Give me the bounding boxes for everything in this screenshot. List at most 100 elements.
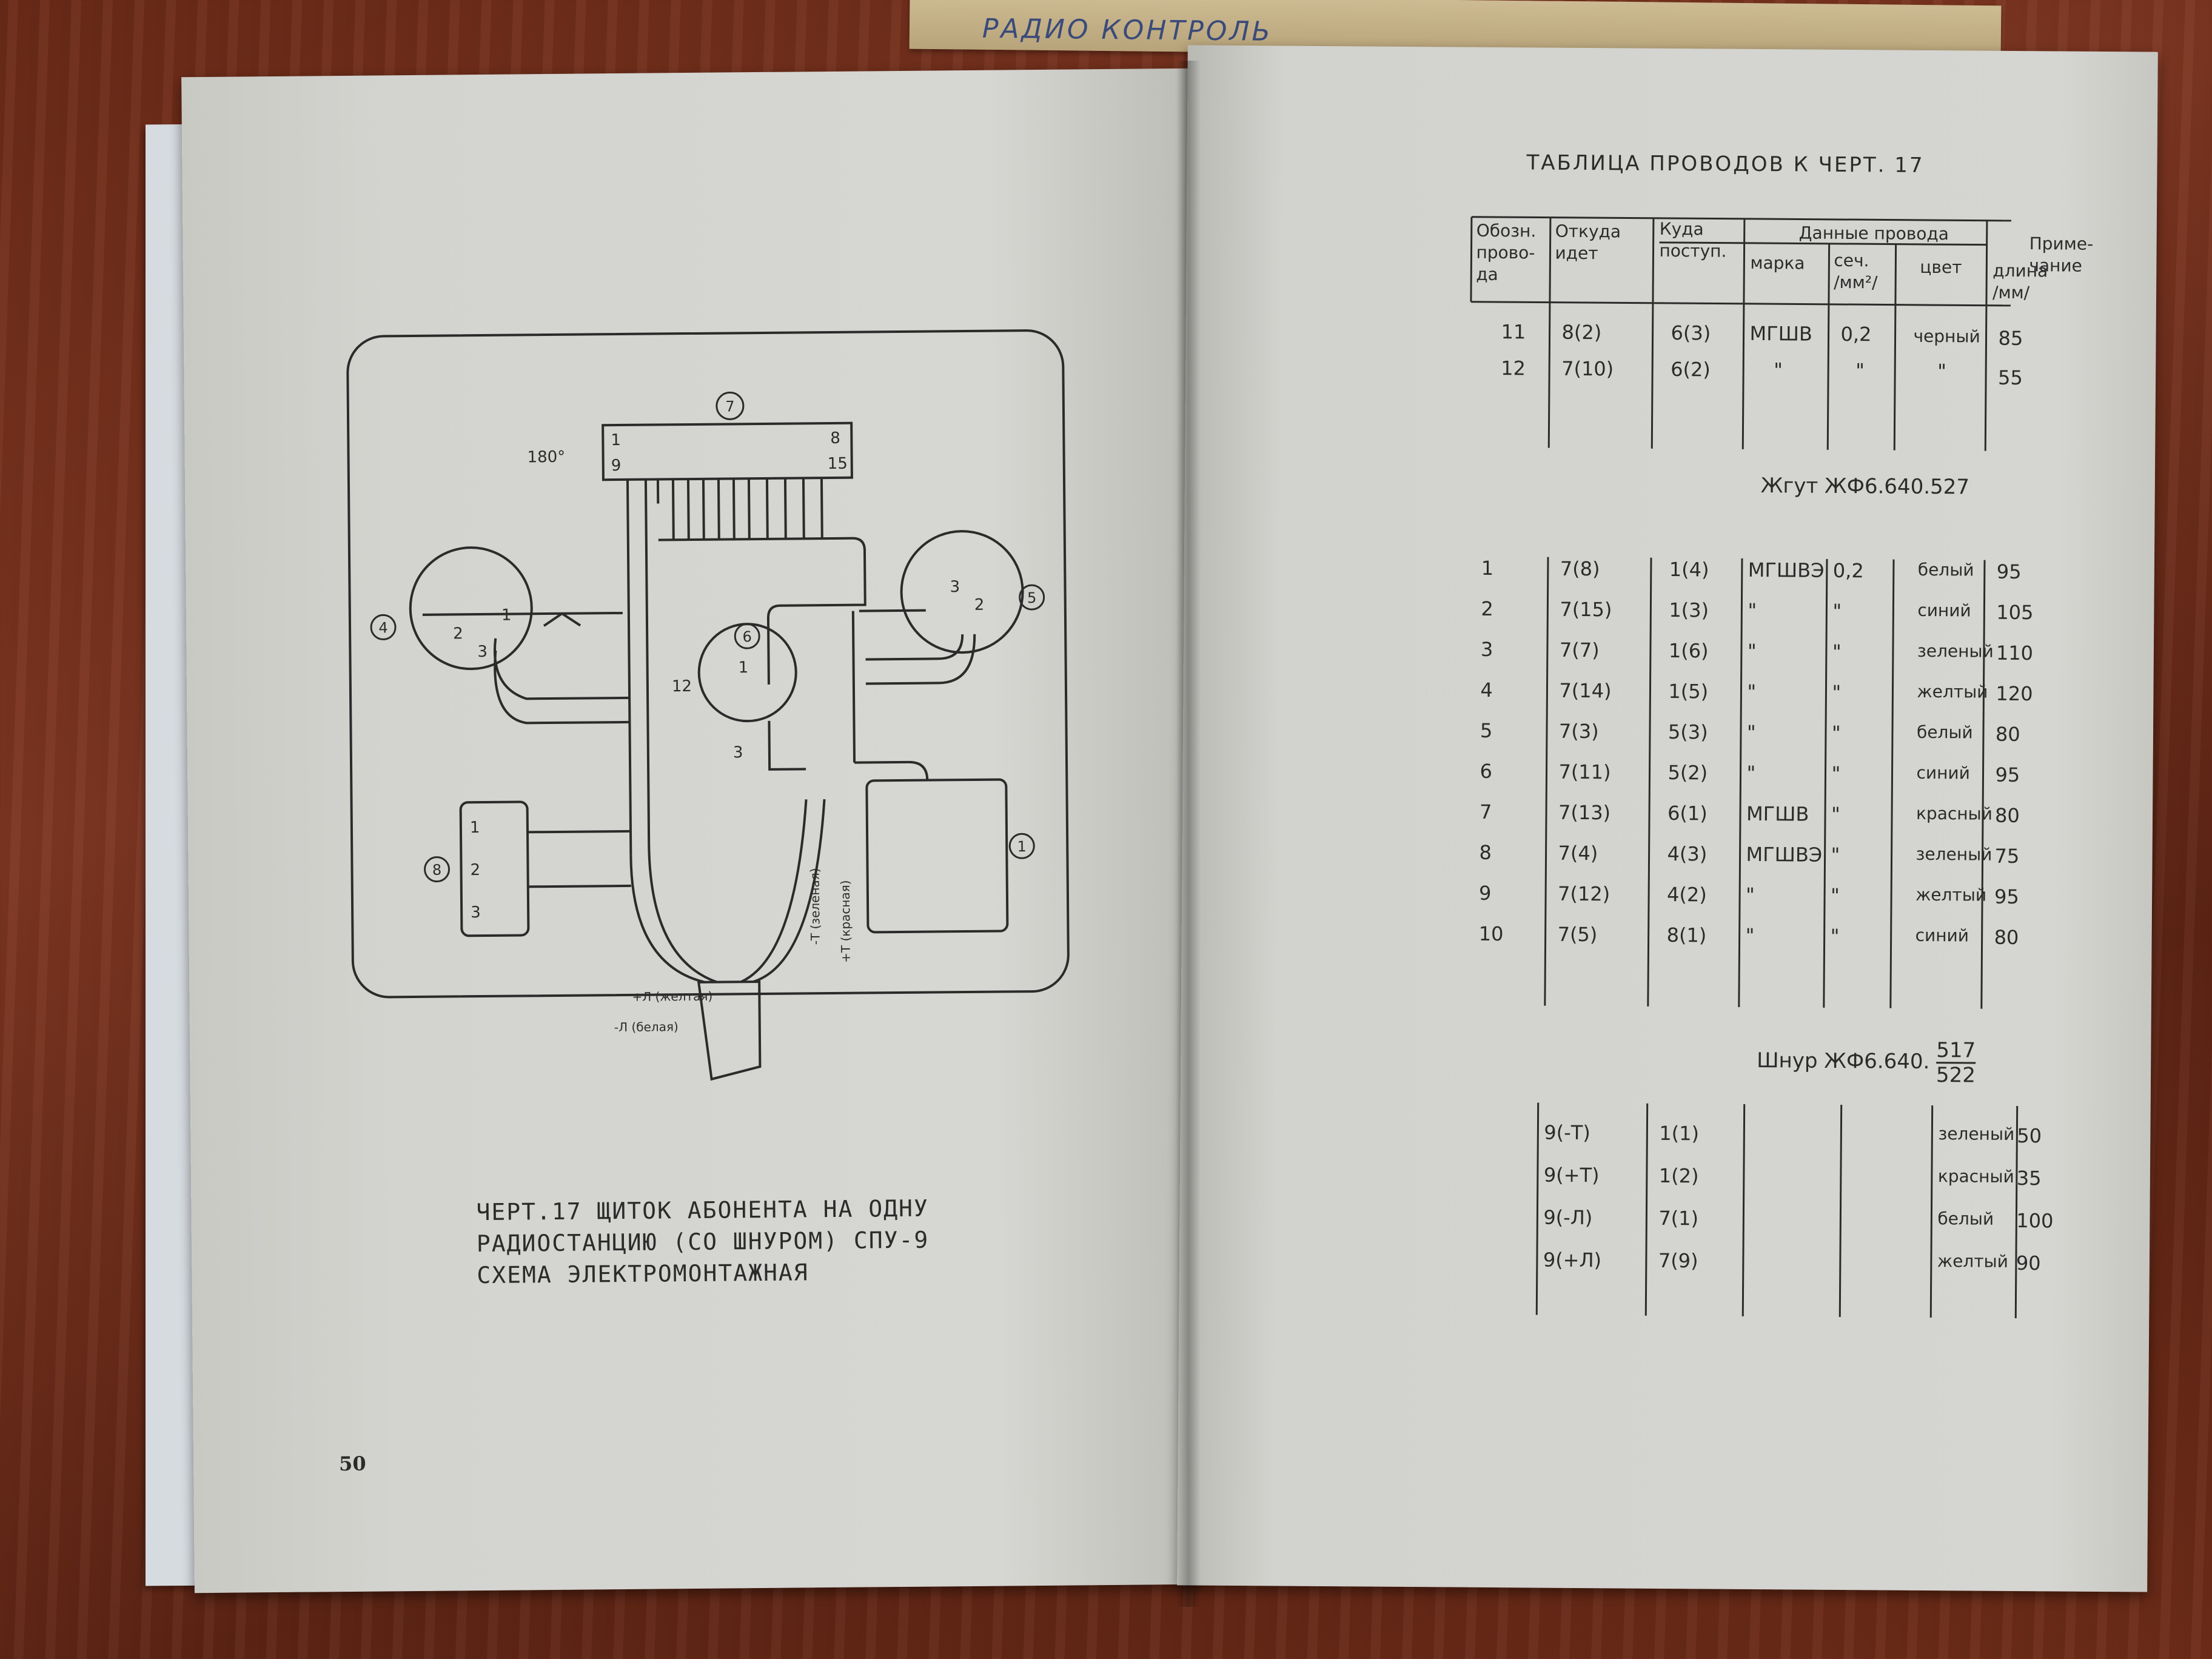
cell-to: 1(2) — [1658, 1164, 1699, 1188]
hdr-sech-2: /мм²/ — [1834, 272, 1878, 293]
cell-marka: " — [1747, 680, 1757, 704]
right-page: ТАБЛИЦА ПРОВОДОВ К ЧЕРТ. 17 — [1177, 45, 2158, 1592]
cell-marka: " — [1746, 761, 1756, 785]
cell: 6(3) — [1671, 321, 1711, 345]
left-page: 180° 1 8 9 15 1 2 3 3 2 12 1 3 1 2 3 +Л … — [181, 68, 1201, 1594]
hdr-length-2: /мм/ — [1992, 282, 2030, 303]
cell-len: 80 — [1995, 722, 2020, 746]
cell-sech: " — [1832, 640, 1842, 663]
cell-color: синий — [1915, 925, 1969, 946]
cell-to: 6(1) — [1667, 802, 1708, 825]
caption-line-3: СХЕМА ЭЛЕКТРОМОНТАЖНАЯ — [477, 1259, 809, 1289]
cell-from: 7(4) — [1558, 841, 1598, 865]
cell-from: 9(-Л) — [1543, 1205, 1593, 1230]
cell-color: белый — [1937, 1208, 1994, 1229]
cell-color: красный — [1915, 803, 1993, 824]
cell-from: 7(13) — [1558, 800, 1611, 825]
cell-marka: " — [1747, 639, 1757, 663]
hdr-sech-1: сеч. — [1834, 250, 1869, 271]
pin-8-label: 8 — [830, 429, 840, 447]
circle-7-label: 7 — [725, 398, 735, 415]
connector-7 — [602, 421, 853, 481]
cell-marka: " — [1748, 598, 1757, 623]
table-lines — [1470, 216, 2019, 1319]
cord-denominator: 522 — [1936, 1063, 1976, 1088]
cell-from: 7(12) — [1557, 882, 1610, 906]
book-gutter — [1176, 61, 1201, 1607]
cell-from: 7(5) — [1557, 922, 1598, 947]
cell-n: 8 — [1479, 840, 1492, 864]
label-plus-t: +Т (красная) — [838, 880, 853, 963]
hdr-marka: марка — [1750, 252, 1805, 273]
cell-color: синий — [1916, 762, 1970, 783]
cell-len: 35 — [2016, 1167, 2042, 1190]
cell-marka: " — [1746, 720, 1756, 745]
cell-color: белый — [1916, 722, 1973, 743]
cell-sech: " — [1830, 924, 1840, 948]
jack-5-pin-2: 2 — [974, 596, 985, 614]
cell-len: 80 — [1994, 925, 2019, 950]
cell-len: 120 — [1996, 682, 2033, 706]
cell: черный — [1913, 326, 1980, 347]
cell-marka: МГШВЭ — [1748, 558, 1825, 582]
cell: 7(10) — [1561, 357, 1614, 381]
cell-len: 95 — [1996, 560, 2022, 584]
hdr-from-1: Откуда — [1555, 221, 1621, 242]
cord-numerator: 517 — [1936, 1038, 1976, 1064]
jack-4-pin-1: 1 — [501, 606, 512, 625]
circle-4 — [370, 614, 397, 640]
hdr-from: Откуда идет — [1555, 221, 1621, 265]
hdr-from-2: идет — [1555, 243, 1598, 264]
cell-color: желтый — [1937, 1251, 2008, 1272]
scheme-frame — [346, 329, 1070, 999]
angle-label: 180° — [527, 448, 565, 467]
cell-color: красный — [1937, 1166, 2014, 1187]
hdr-wire-2: прово- — [1476, 242, 1535, 263]
cell-to: 7(9) — [1658, 1248, 1698, 1273]
label-minus-l: -Л (белая) — [614, 1019, 679, 1034]
caption-line-2: РАДИОСТАНЦИЮ (СО ШНУРОМ) СПУ-9 — [476, 1226, 930, 1258]
cell: 8(2) — [1561, 320, 1602, 344]
cell-to: 4(2) — [1666, 882, 1707, 907]
cell-to: 5(2) — [1667, 761, 1708, 785]
hdr-note-1: Приме- — [2029, 233, 2094, 254]
cell-to: 1(4) — [1669, 558, 1709, 581]
cell-to: 1(1) — [1659, 1121, 1700, 1145]
cell-len: 95 — [1994, 885, 2019, 909]
cell-color: белый — [1917, 559, 1974, 580]
section-harness: Жгут ЖФ6.640.527 — [1760, 474, 1970, 500]
cell-len: 90 — [2016, 1252, 2041, 1275]
pin-1-label: 1 — [611, 431, 621, 449]
cell: " — [1774, 358, 1783, 382]
cell-color: желтый — [1915, 884, 1987, 905]
cell: 85 — [1998, 326, 2023, 350]
cell-n: 6 — [1480, 759, 1493, 783]
cell-sech: 0,2 — [1832, 558, 1864, 583]
hdr-group: Данные провода — [1798, 223, 1949, 244]
cell-n: 7 — [1479, 800, 1492, 823]
cell-to: 7(1) — [1658, 1206, 1699, 1230]
figure-caption: ЧЕРТ.17 ЩИТОК АБОНЕНТА НА ОДНУ РАДИОСТАН… — [476, 1193, 930, 1292]
cell-to: 1(6) — [1668, 639, 1709, 663]
cell-from: 9(+Т) — [1543, 1163, 1600, 1187]
cell-color: зеленый — [1938, 1124, 2015, 1145]
cell-len: 100 — [2016, 1209, 2054, 1233]
cell-from: 7(7) — [1559, 638, 1600, 662]
cell-n: 3 — [1480, 637, 1493, 661]
label-minus-t: -Т (зеленая) — [808, 868, 823, 945]
cell-sech: " — [1831, 802, 1840, 826]
cell-marka: " — [1745, 883, 1755, 907]
cell-n: 9 — [1479, 881, 1492, 905]
circle-1-label: 1 — [1017, 838, 1027, 855]
center-pin-3: 3 — [733, 743, 743, 762]
hdr-note: Приме- чание — [2029, 233, 2093, 277]
cell-marka: " — [1745, 923, 1755, 948]
jack-4-pin-3: 3 — [477, 643, 488, 661]
cell-len: 50 — [2017, 1124, 2042, 1148]
open-book: 180° 1 8 9 15 1 2 3 3 2 12 1 3 1 2 3 +Л … — [176, 45, 2165, 1613]
cell-sech: " — [1831, 721, 1841, 745]
cell-from: 7(14) — [1559, 679, 1612, 703]
cell-to: 1(3) — [1669, 598, 1709, 622]
jack-4 — [409, 546, 533, 671]
cord-fraction: 517 522 — [1936, 1038, 1976, 1088]
